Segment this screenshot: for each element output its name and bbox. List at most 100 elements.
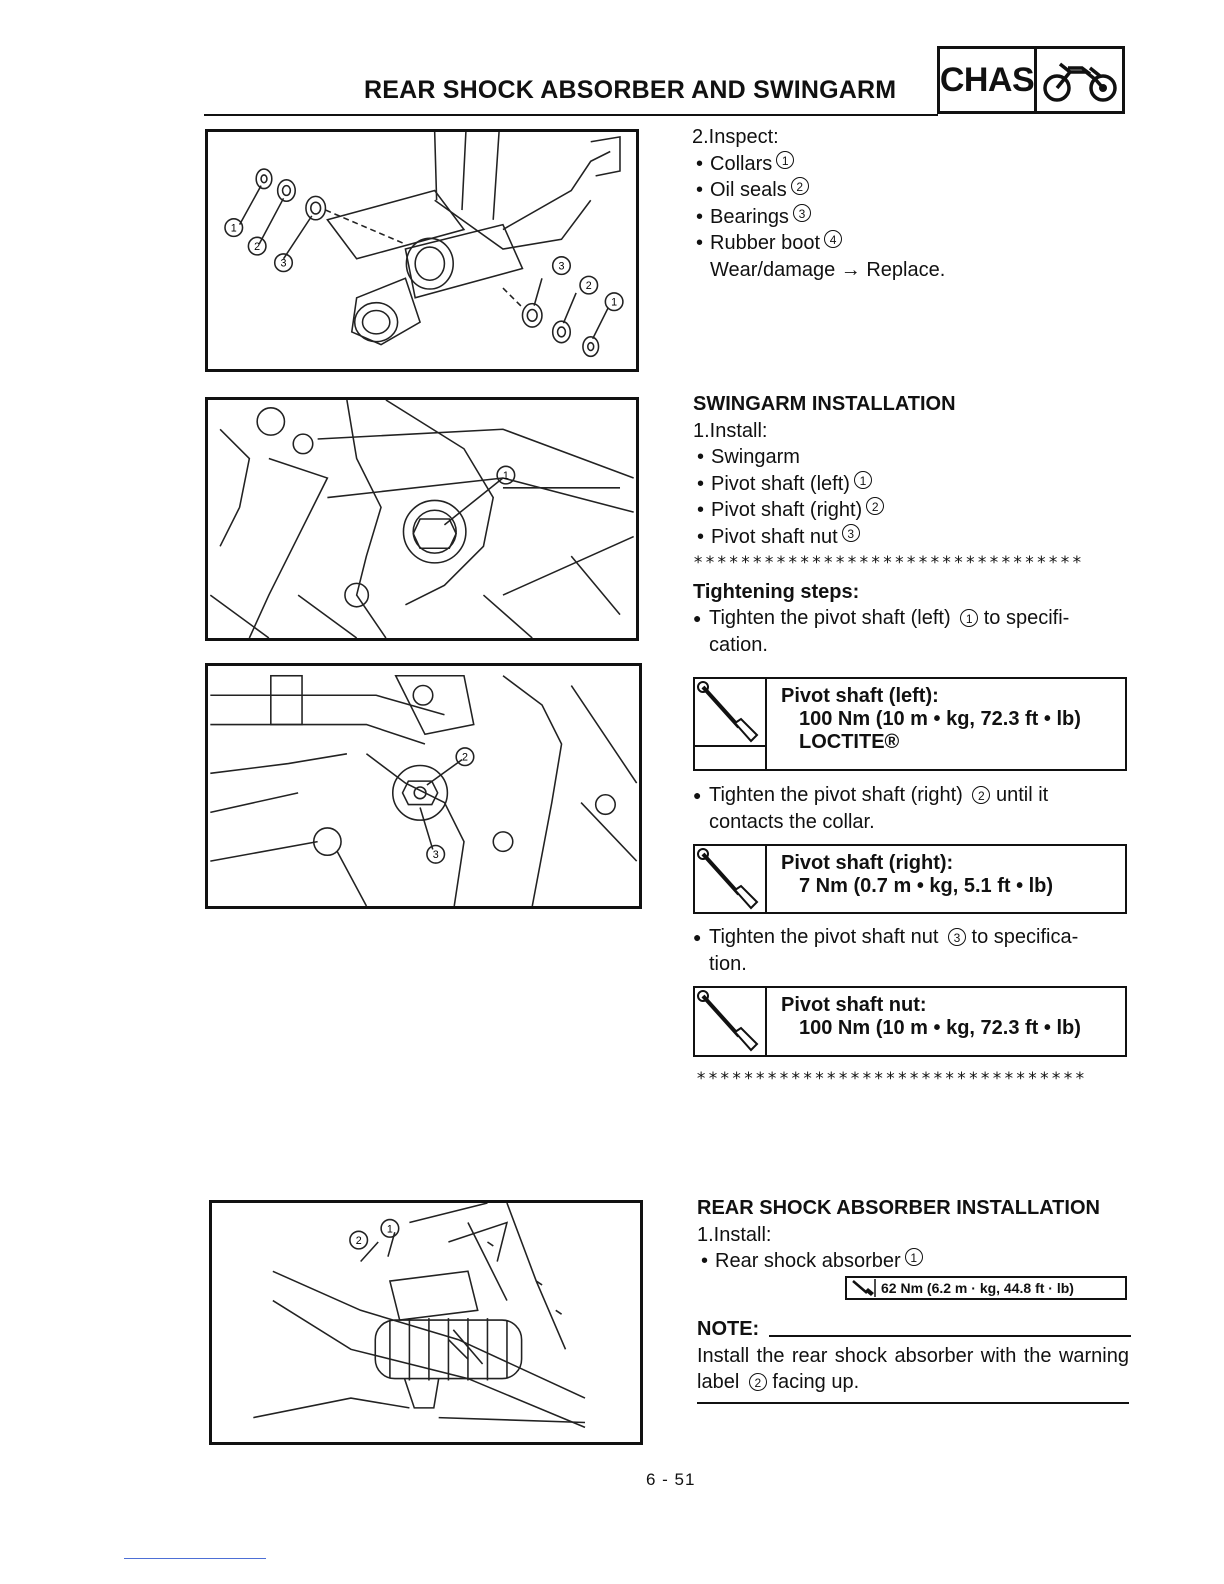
- callout-number: 2: [748, 1373, 767, 1391]
- step-text: tion.: [709, 952, 747, 975]
- torque-wrench-icon: [695, 679, 767, 769]
- spec-value: 100 Nm (10 m • kg, 72.3 ft • lb): [799, 708, 1081, 730]
- fig1-callout-label: 2: [254, 241, 260, 253]
- note-rule: [697, 1401, 1129, 1404]
- torque-spec-box: Pivot shaft (right): 7 Nm (0.7 m • kg, 5…: [693, 844, 1127, 914]
- page-number: 6 - 51: [646, 1470, 696, 1489]
- torque-spec-box: Pivot shaft nut: 100 Nm (10 m • kg, 72.3…: [693, 986, 1127, 1057]
- torque-value: 62 Nm (6.2 m · kg, 44.8 ft · lb): [881, 1280, 1074, 1296]
- callout-number: 1: [853, 470, 872, 489]
- step-dot: [693, 605, 709, 658]
- fig1-callout-label: 3: [281, 258, 287, 270]
- section-badge-label: CHAS: [940, 49, 1037, 111]
- swingarm-section: SWINGARM INSTALLATION 1.Install: Swingar…: [693, 391, 1129, 658]
- torque-spec-text: Pivot shaft (left): 100 Nm (10 m • kg, 7…: [767, 679, 1091, 769]
- section-badge: CHAS: [937, 46, 1125, 114]
- torque-spec-text: Pivot shaft nut: 100 Nm (10 m • kg, 72.3…: [767, 988, 1091, 1055]
- footer-rule: [124, 1558, 266, 1559]
- tightening-heading: Tightening steps:: [693, 580, 860, 603]
- callout-number: 3: [947, 928, 966, 946]
- tightening-step-c: Tighten the pivot shaft nut 3 to specifi…: [693, 924, 1129, 977]
- list-item-text: Oil seals: [710, 179, 787, 201]
- torque-wrench-icon: [695, 988, 767, 1055]
- list-item: Pivot shaft (right)2: [693, 497, 1129, 524]
- bullet: [696, 230, 710, 257]
- step-text: contacts the collar.: [709, 810, 875, 833]
- header-rule: [204, 114, 938, 116]
- list-item-text: Pivot shaft nut: [711, 525, 838, 548]
- spec-label: Pivot shaft (left):: [781, 685, 939, 707]
- list-item-text: Pivot shaft (left): [711, 472, 850, 495]
- swingarm-step: 1.Install:: [693, 419, 768, 442]
- tightening-step-b: Tighten the pivot shaft (right) 2 until …: [693, 782, 1129, 835]
- fig4-callout-label: 1: [387, 1223, 393, 1235]
- callout-number: 3: [841, 523, 860, 542]
- note-block: NOTE: Install the rear shock absorber wi…: [697, 1316, 1131, 1404]
- motorcycle-icon: [1037, 49, 1122, 111]
- step-text: until it: [995, 784, 1049, 806]
- shock-step: 1.Install:: [697, 1223, 772, 1246]
- torque-wrench-icon: [852, 1279, 876, 1297]
- stars-separator: *********************************: [696, 1069, 1087, 1089]
- callout-number: 2: [866, 497, 885, 515]
- bullet: [701, 1248, 715, 1275]
- callout-number: 2: [972, 786, 991, 804]
- callout-number: 4: [824, 230, 843, 248]
- step-text: Tighten the pivot shaft (left): [709, 607, 951, 629]
- bullet: [696, 177, 710, 204]
- figure-swingarm-parts: 1 2 3 1 2 3: [205, 129, 639, 372]
- fig1-callout-label: 2: [586, 280, 592, 292]
- step-text: cation.: [709, 633, 768, 656]
- torque-wrench-icon: [695, 846, 767, 912]
- fig1-callout-label: 3: [558, 261, 564, 273]
- step-text: to specifica-: [971, 926, 1079, 948]
- inspect-action: Wear/damage → Replace.: [710, 258, 946, 281]
- torque-spec-box: Pivot shaft (left): 100 Nm (10 m • kg, 7…: [693, 677, 1127, 771]
- step-dot: [693, 782, 709, 835]
- list-item-text: Pivot shaft (right): [711, 499, 863, 521]
- note-text-part: facing up.: [772, 1371, 860, 1393]
- fig3-callout-label: 2: [462, 752, 468, 764]
- spec-loctite: LOCTITE®: [799, 731, 900, 753]
- tightening-step-a: Tighten the pivot shaft (left) 1 to spec…: [693, 605, 1129, 658]
- shock-section: REAR SHOCK ABSORBER INSTALLATION 1.Insta…: [697, 1195, 1131, 1275]
- callout-number: 1: [960, 609, 979, 627]
- inspect-step: 2.Inspect:: [692, 126, 779, 148]
- stars-separator: *********************************: [693, 553, 1084, 573]
- swingarm-heading: SWINGARM INSTALLATION: [693, 393, 956, 415]
- shock-heading: REAR SHOCK ABSORBER INSTALLATION: [697, 1197, 1100, 1219]
- list-item-text: Swingarm: [711, 446, 800, 468]
- note-rule: [769, 1334, 1131, 1337]
- callout-number: 1: [904, 1248, 923, 1266]
- bullet: [697, 524, 711, 551]
- step-text: Tighten the pivot shaft nut: [709, 926, 939, 948]
- callout-number: 3: [792, 203, 811, 222]
- note-text-part: Install the rear shock absorber with the…: [697, 1344, 1129, 1394]
- figure-rear-shock: 2 1: [209, 1200, 643, 1445]
- torque-spec-inline: 62 Nm (6.2 m · kg, 44.8 ft · lb): [845, 1276, 1127, 1300]
- fig4-callout-label: 2: [356, 1235, 362, 1247]
- callout-number: 1: [776, 150, 795, 169]
- step-text: Tighten the pivot shaft (right): [709, 784, 963, 806]
- fig2-callout-label: 1: [503, 470, 509, 482]
- list-item: Pivot shaft (left)1: [693, 470, 1129, 498]
- figure-pivot-shaft-right: 2 3: [205, 663, 642, 909]
- callout-number: 2: [790, 177, 809, 195]
- list-item-text: Collars: [710, 152, 773, 175]
- spec-label: Pivot shaft nut:: [781, 994, 927, 1016]
- spec-label: Pivot shaft (right):: [781, 852, 954, 874]
- bullet: [697, 444, 711, 471]
- fig3-callout-label: 3: [433, 849, 439, 861]
- fig1-callout-label: 1: [611, 297, 617, 309]
- figure-pivot-shaft-left: 1: [205, 397, 639, 641]
- torque-spec-text: Pivot shaft (right): 7 Nm (0.7 m • kg, 5…: [767, 846, 1063, 912]
- list-item-text: Rear shock absorber: [715, 1250, 901, 1272]
- list-item-text: Rubber boot: [710, 232, 821, 254]
- bullet: [696, 151, 710, 178]
- spec-value: 7 Nm (0.7 m • kg, 5.1 ft • lb): [799, 875, 1054, 897]
- page-title: REAR SHOCK ABSORBER AND SWINGARM: [364, 76, 897, 104]
